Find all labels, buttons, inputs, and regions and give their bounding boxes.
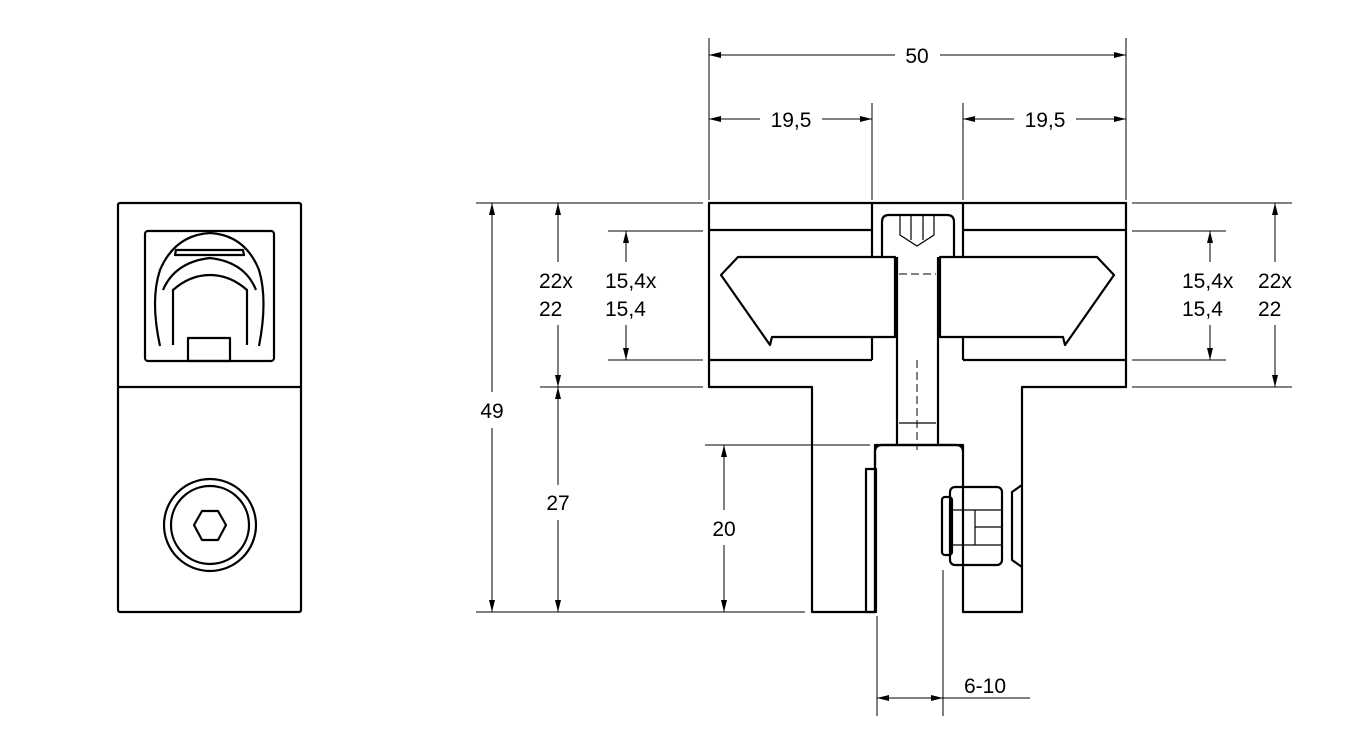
bolt-hex-socket-icon bbox=[899, 215, 935, 247]
nut-top-tab bbox=[173, 248, 246, 257]
dimensions: 50 19,5 19,5 49 22x 22 15,4x 15,4 27 20 … bbox=[476, 38, 1292, 716]
bolt-shaft bbox=[895, 257, 940, 445]
slot-nut-outline bbox=[153, 231, 265, 347]
screw-head-inner-icon bbox=[169, 484, 251, 566]
dim-clamp-height: 20 bbox=[712, 518, 735, 541]
connector-body-outline bbox=[707, 201, 1128, 614]
extension-lines-right bbox=[1132, 202, 1292, 388]
dim-inner-left-2: 15,4 bbox=[605, 298, 646, 321]
nut-body bbox=[171, 273, 249, 345]
dim-total-height: 49 bbox=[480, 400, 503, 423]
screw-head-outer-icon bbox=[162, 477, 258, 573]
dim-right-offset: 19,5 bbox=[1025, 109, 1066, 132]
dim-profile-left-2: 22 bbox=[539, 298, 562, 321]
bolt-head bbox=[880, 213, 956, 257]
front-view bbox=[707, 201, 1128, 614]
lock-nut-cap bbox=[940, 495, 954, 557]
extension-lines-left bbox=[476, 202, 870, 613]
side-view bbox=[116, 201, 303, 614]
slot-walls bbox=[870, 203, 965, 360]
nut-flange bbox=[1010, 484, 1023, 568]
dim-clamp-range: 6-10 bbox=[964, 675, 1006, 698]
side-view-outline bbox=[116, 201, 303, 614]
clamp-pin bbox=[864, 467, 878, 614]
extension-lines-bottom bbox=[876, 570, 944, 716]
lock-nut bbox=[948, 485, 1004, 567]
dim-profile-right-2: 22 bbox=[1258, 298, 1281, 321]
dim-overall-width: 50 bbox=[905, 45, 928, 68]
dim-inner-left-1: 15,4x bbox=[605, 270, 657, 293]
dim-profile-left-1: 22x bbox=[539, 270, 573, 293]
right-clamp-wedge bbox=[938, 255, 1116, 347]
nut-bottom-tab bbox=[186, 336, 232, 363]
lock-nut-detail bbox=[950, 509, 1002, 546]
dim-profile-right-1: 22x bbox=[1258, 270, 1292, 293]
hex-socket-icon bbox=[192, 509, 228, 542]
dim-inner-right-2: 15,4 bbox=[1182, 298, 1223, 321]
left-clamp-wedge bbox=[719, 255, 897, 347]
nut-arc bbox=[161, 256, 258, 291]
dim-left-offset: 19,5 bbox=[771, 109, 812, 132]
dim-inner-right-1: 15,4x bbox=[1182, 270, 1234, 293]
clamp-block bbox=[873, 443, 965, 612]
dim-stem-height: 27 bbox=[546, 492, 569, 515]
